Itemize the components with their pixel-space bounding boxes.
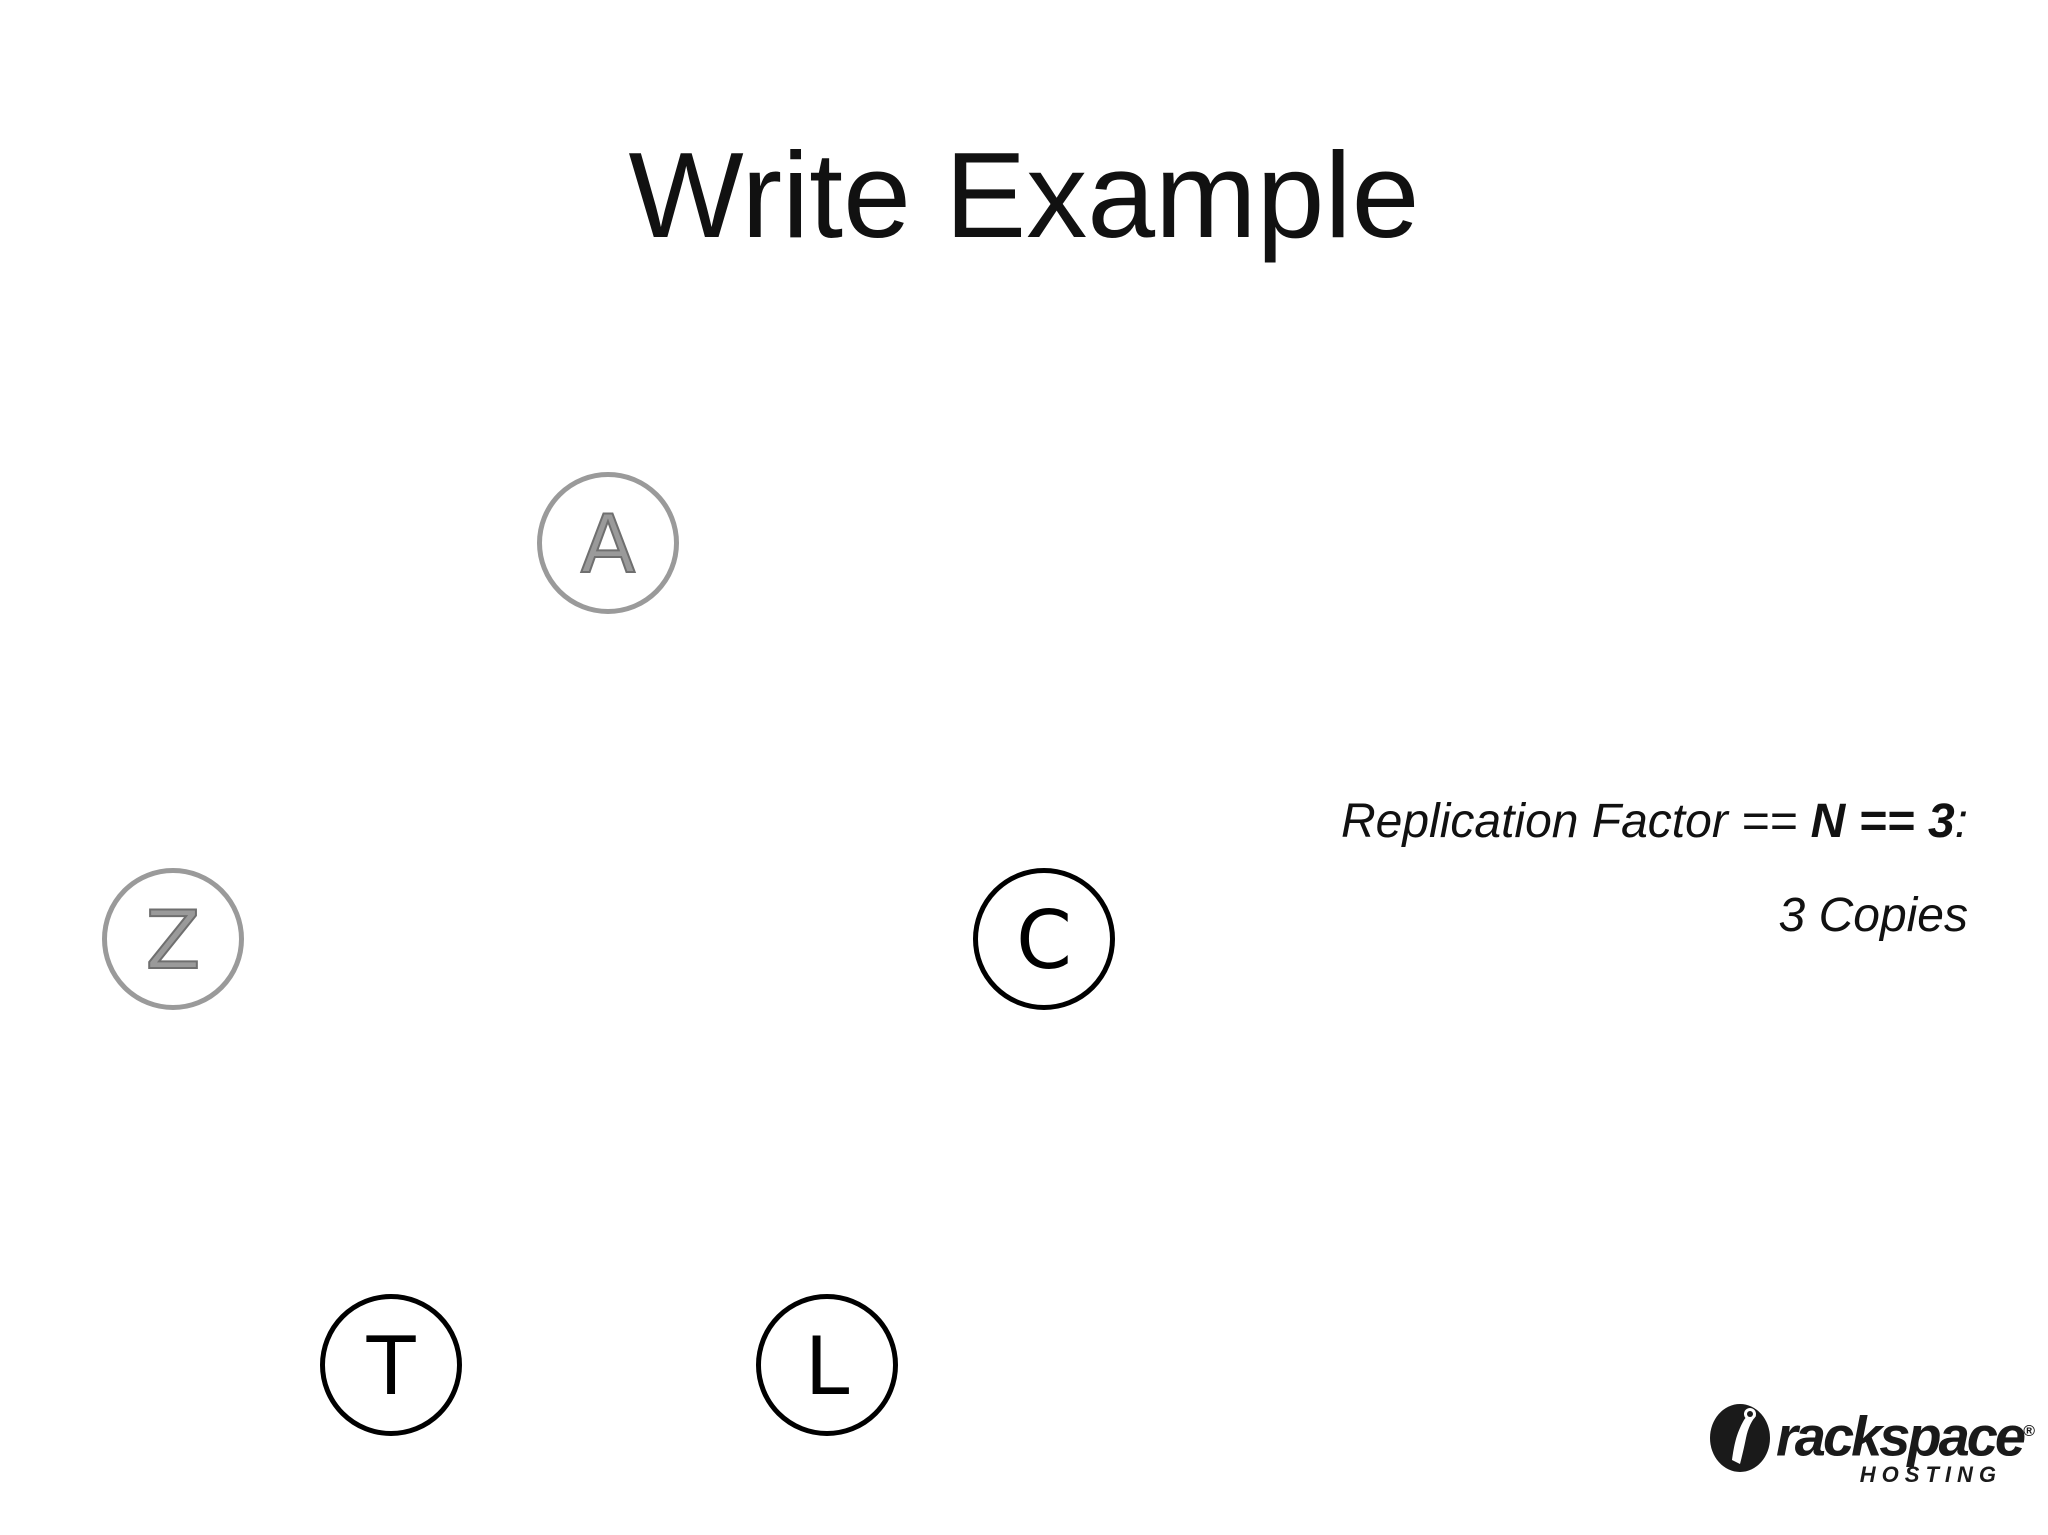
- node-l-label: L: [804, 1320, 850, 1413]
- rackspace-logo-icon: [1710, 1404, 1770, 1472]
- logo-wordmark: rackspace®: [1776, 1404, 2035, 1468]
- caption-bold: N == 3: [1810, 795, 1955, 848]
- node-t-label: T: [366, 1320, 416, 1413]
- node-c-label: C: [1016, 894, 1072, 987]
- node-c: C: [973, 868, 1115, 1010]
- node-z-label: Z: [145, 894, 202, 987]
- registered-mark: ®: [2023, 1423, 2035, 1440]
- logo-subtitle: HOSTING: [1859, 1462, 2002, 1487]
- caption-suffix: :: [1954, 795, 1968, 848]
- replication-factor-caption: Replication Factor == N == 3:: [1341, 792, 1968, 852]
- node-t: T: [320, 1294, 462, 1436]
- node-a-label: A: [580, 498, 637, 591]
- rackspace-logo: rackspace® HOSTING: [1706, 1398, 2035, 1494]
- copies-caption: 3 Copies: [1778, 889, 1968, 942]
- caption-prefix: Replication Factor ==: [1340, 795, 1811, 848]
- slide-title: Write Example: [628, 127, 1420, 263]
- node-a: A: [537, 472, 679, 614]
- node-z: Z: [102, 868, 244, 1010]
- node-l: L: [756, 1294, 898, 1436]
